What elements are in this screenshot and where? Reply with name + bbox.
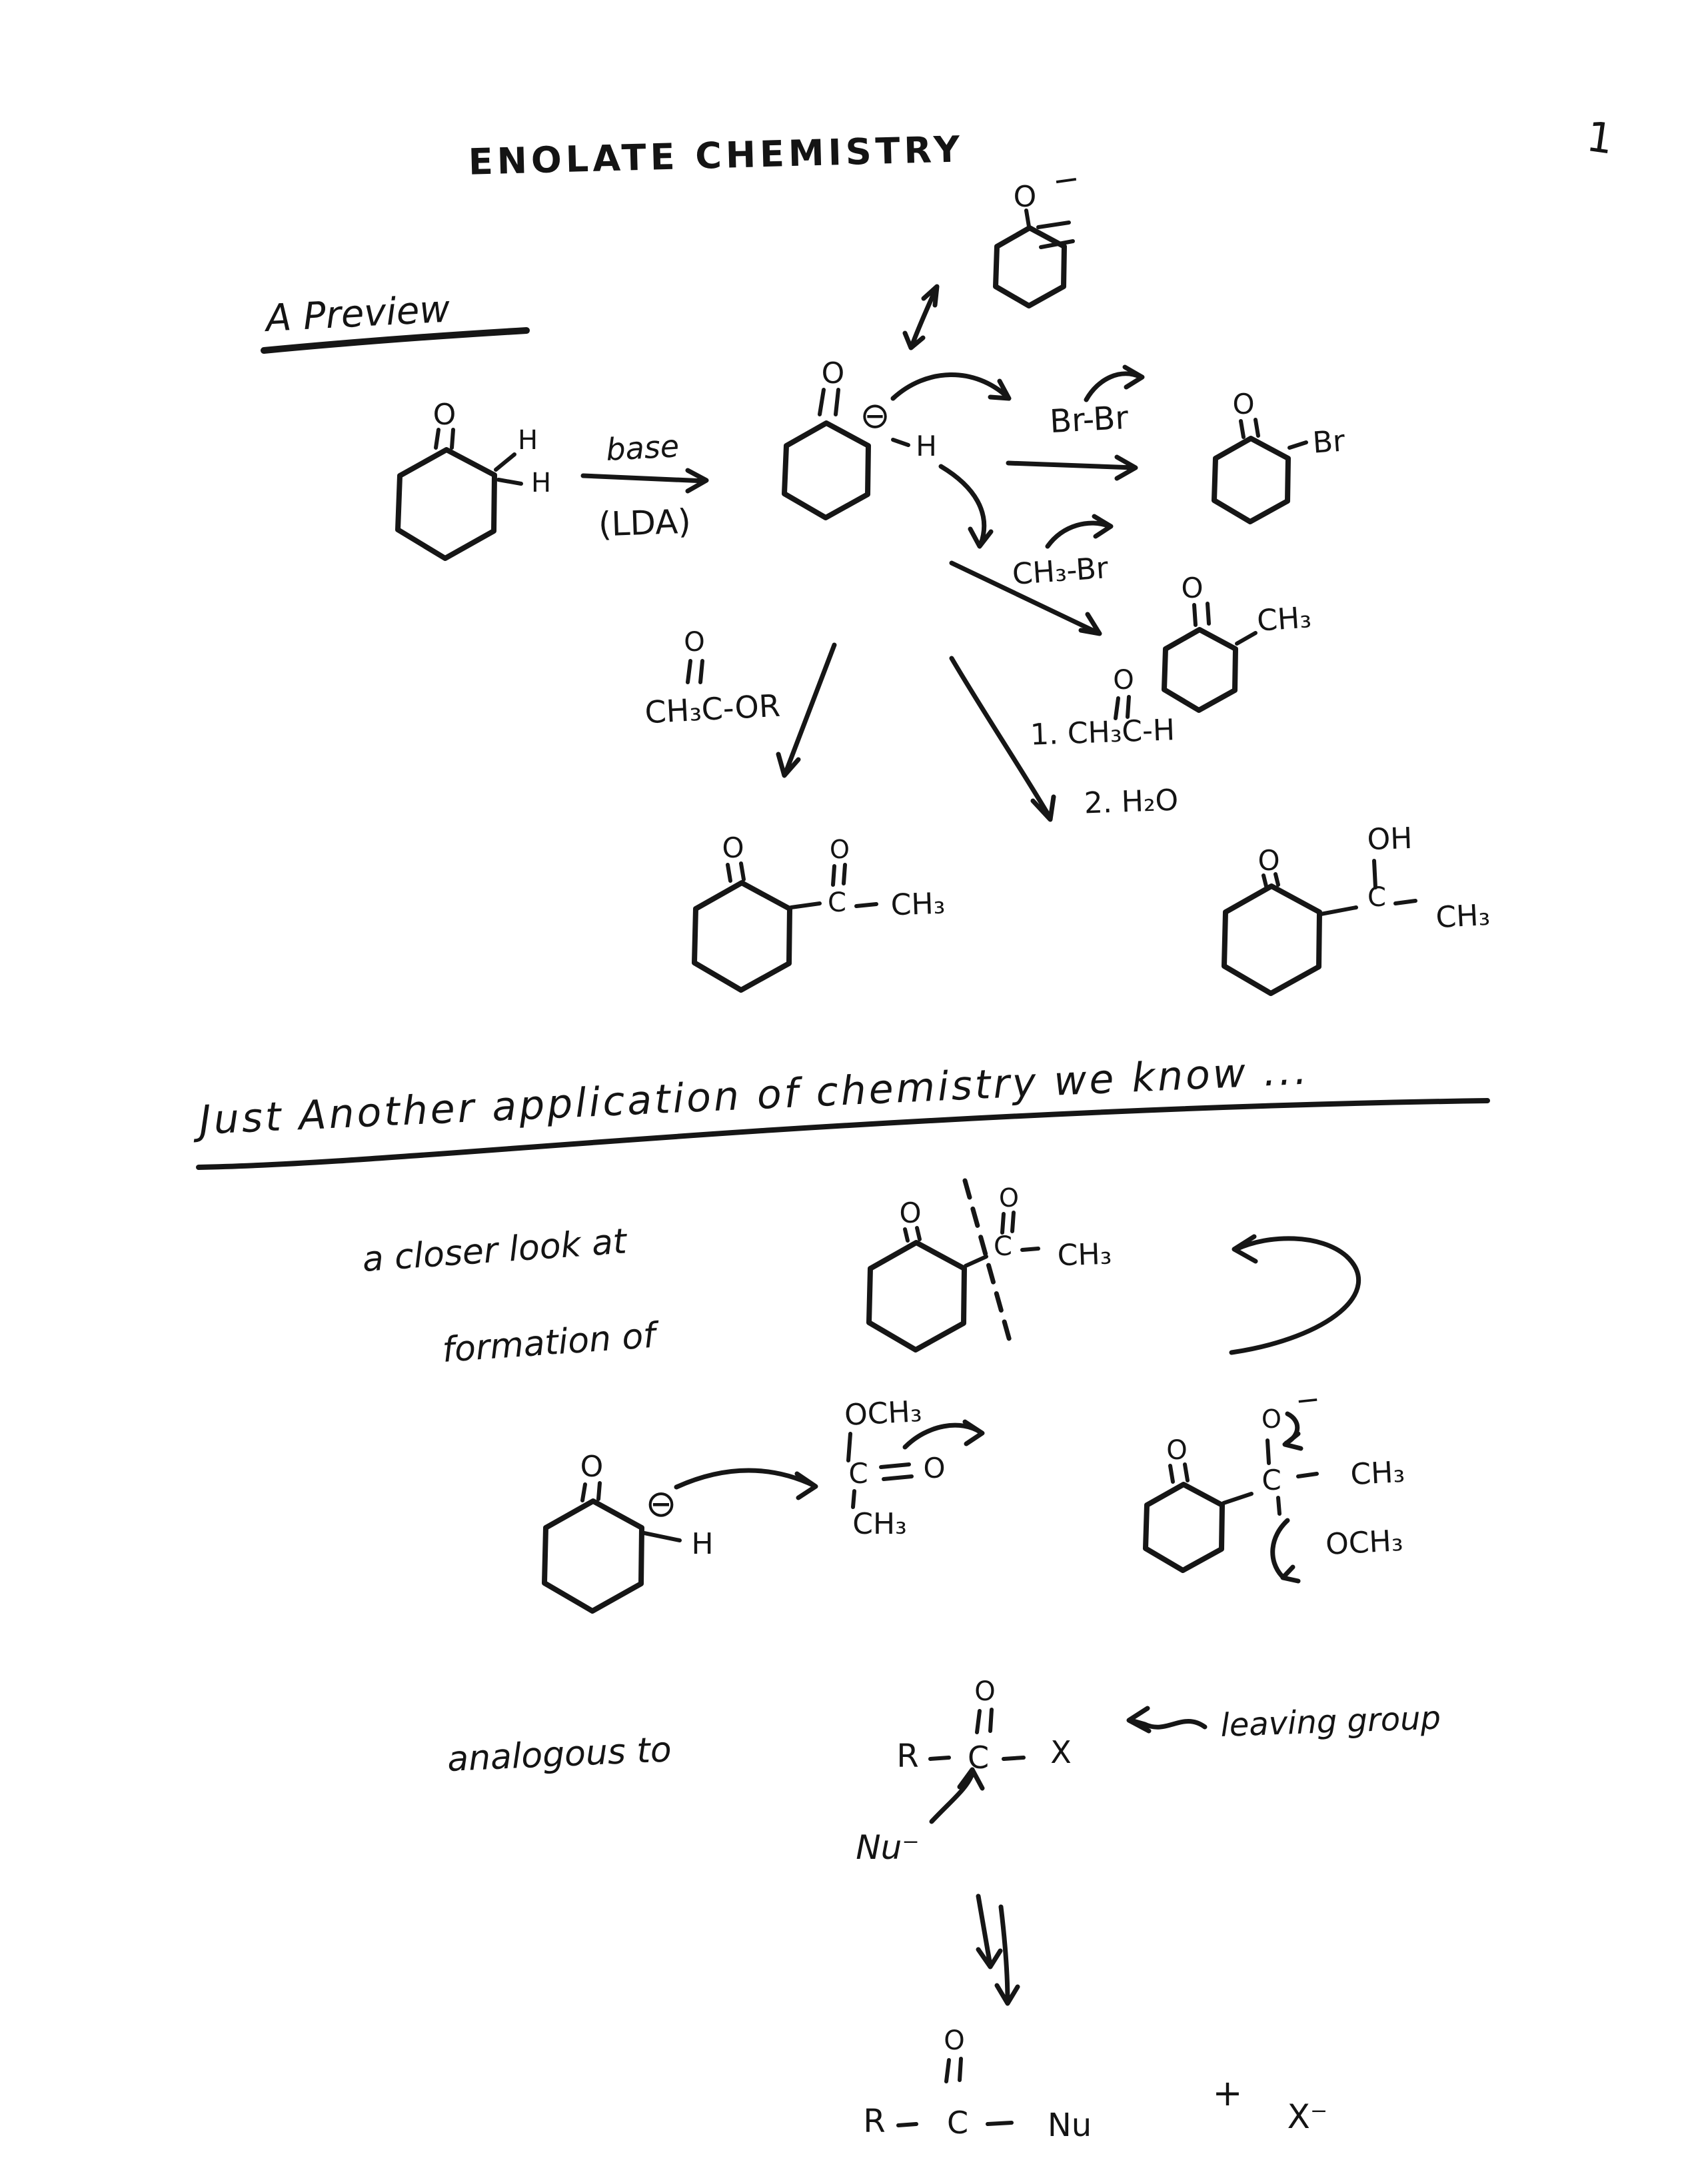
bond-cut-dashed-line xyxy=(962,1178,1012,1343)
enolate-carbanion-structure: O ⊖ H xyxy=(782,356,937,520)
preview-heading-underline xyxy=(261,327,530,354)
oxyanion-minus-label: − xyxy=(1050,160,1082,201)
page-number: 1 xyxy=(1583,112,1616,164)
acetyl-o-label: O xyxy=(830,835,850,864)
ring-carbonyl-o-label: O xyxy=(1258,844,1279,877)
x-minus-label: X⁻ xyxy=(1287,2097,1328,2136)
aldehyde-o-label: O xyxy=(1113,665,1134,696)
reaction-double-down-arrow xyxy=(976,1894,1020,2006)
carbonyl-o-label: O xyxy=(1232,388,1254,420)
oxyanion-o-label: O xyxy=(1014,180,1037,214)
alpha-h-bottom-label: H xyxy=(531,468,551,498)
target-acetyl-ketone-structure: O C O CH₃ xyxy=(866,1178,1112,1353)
bromination-pathway: Br-Br xyxy=(890,364,1145,481)
bromo-ketone-product-structure: O Br xyxy=(1212,388,1347,524)
carbinol-c-label: C xyxy=(1367,882,1386,913)
nucleophilic-attack-arrow xyxy=(674,1468,818,1500)
cyclohexanone-structure: O H H xyxy=(395,398,551,561)
acyl-substitution-product: R C O Nu + X⁻ xyxy=(863,2025,1327,2144)
section-heading-underline xyxy=(196,1098,1490,1170)
acetyl-c-label: C xyxy=(828,887,846,918)
ring-carbonyl-o-label: O xyxy=(1166,1435,1187,1466)
methoxy-label: OCH₃ xyxy=(844,1394,923,1432)
alkoxide-o-label: O xyxy=(1262,1404,1281,1434)
acetate-ch3-label: CH₃ xyxy=(852,1507,906,1541)
carbonyl-o-label: O xyxy=(1181,572,1203,604)
carbonyl-c-label: C xyxy=(947,2105,968,2141)
hydroxyl-label: OH xyxy=(1367,821,1413,857)
leaving-group-squiggle-arrow xyxy=(1126,1706,1208,1734)
acetyl-o-label: O xyxy=(999,1183,1019,1213)
r-group-label: R xyxy=(863,2103,885,2140)
carbonyl-o-label: O xyxy=(822,356,845,390)
lda-label: (LDA) xyxy=(598,502,692,544)
methylation-pathway: CH₃-Br xyxy=(938,464,1114,636)
nu-group-label: Nu xyxy=(1048,2107,1092,2144)
carbonyl-o-label: O xyxy=(974,1676,995,1707)
acetyl-c-label: C xyxy=(994,1231,1012,1262)
carbonyl-o-label: O xyxy=(433,398,456,432)
pointer-curved-arrow xyxy=(1229,1234,1361,1355)
central-c-label: C xyxy=(1262,1464,1281,1496)
carbonyl-o-label: O xyxy=(944,2025,964,2056)
leaving-methoxy-label: OCH₃ xyxy=(1325,1524,1404,1562)
carbonyl-c-label: C xyxy=(848,1457,868,1490)
carbonyl-o-label: O xyxy=(580,1450,604,1484)
ester-acylation-pathway: O CH₃C-OR xyxy=(644,627,837,778)
r-group-label: R xyxy=(896,1738,918,1775)
acyl-halide-general-structure: R C O X xyxy=(896,1676,1071,1776)
methyl-acetate-structure: OCH₃ C O CH₃ xyxy=(844,1394,985,1541)
water-step-label: 2. H₂O xyxy=(1084,784,1179,821)
ring-carbonyl-o-label: O xyxy=(899,1197,921,1229)
methyl-substituent-label: CH₃ xyxy=(1256,600,1313,638)
aldol-pathway: O 1. CH₃C-H 2. H₂O xyxy=(949,656,1179,822)
alpha-h-label: H xyxy=(691,1527,713,1561)
methyl-label: CH₃ xyxy=(1349,1455,1405,1492)
methyl-label: CH₃ xyxy=(1435,898,1491,935)
hydroxyethyl-ketone-product-structure: O OH C CH₃ xyxy=(1222,821,1491,996)
preview-heading-label: A Preview xyxy=(263,288,451,341)
resonance-arrow xyxy=(902,284,940,350)
br2-label: Br-Br xyxy=(1049,399,1130,440)
enolate-oxyanion-structure: O − xyxy=(993,160,1082,308)
page-title: ENOLATE CHEMISTRY xyxy=(468,128,964,183)
leaving-x-label: X xyxy=(1050,1734,1072,1770)
ring-carbonyl-o-label: O xyxy=(722,831,744,864)
enolate-carbanion-structure-2: O ⊖ H xyxy=(542,1450,714,1614)
ch3br-label: CH₃-Br xyxy=(1011,551,1110,592)
analogous-label: analogous to xyxy=(446,1730,672,1780)
carbanion-circled-minus-icon: ⊖ xyxy=(646,1482,677,1526)
closer-look-line1: a closer look at xyxy=(361,1221,629,1280)
nucleophile-label: Nu⁻ xyxy=(856,1828,919,1867)
nucleophile-attack: Nu⁻ xyxy=(856,1767,985,1867)
tetrahedral-intermediate-structure: O C O − CH₃ OCH₃ xyxy=(1143,1382,1405,1584)
section-heading: Just Another application of chemistry we… xyxy=(192,1047,1490,1170)
br-substituent-label: Br xyxy=(1311,424,1347,460)
preview-heading: A Preview xyxy=(261,288,530,354)
leaving-group-annotation: leaving group xyxy=(1126,1699,1441,1744)
ester-formula-label: CH₃C-OR xyxy=(644,688,781,731)
carbonyl-o-label: O xyxy=(923,1452,945,1484)
alpha-h-label: H xyxy=(916,430,937,462)
ester-o-label: O xyxy=(684,627,704,658)
acetyl-ch3-label: CH₃ xyxy=(890,887,946,923)
acetyl-ch3-label: CH₃ xyxy=(1057,1237,1112,1273)
carbanion-circled-minus-icon: ⊖ xyxy=(860,394,890,436)
alpha-h-top-label: H xyxy=(518,425,538,456)
base-lda-reaction-arrow: base (LDA) xyxy=(580,428,709,544)
methyl-ketone-product-structure: O CH₃ xyxy=(1162,572,1313,713)
aldehyde-step-label: 1. CH₃C-H xyxy=(1030,713,1176,752)
plus-sign-label: + xyxy=(1212,2072,1242,2114)
leaving-group-label: leaving group xyxy=(1220,1699,1441,1744)
acetyl-ketone-product-structure: O C O CH₃ xyxy=(692,831,946,993)
base-label: base xyxy=(605,428,680,468)
alkoxide-minus-label: − xyxy=(1293,1382,1321,1418)
closer-look-line2: formation of xyxy=(441,1315,661,1370)
